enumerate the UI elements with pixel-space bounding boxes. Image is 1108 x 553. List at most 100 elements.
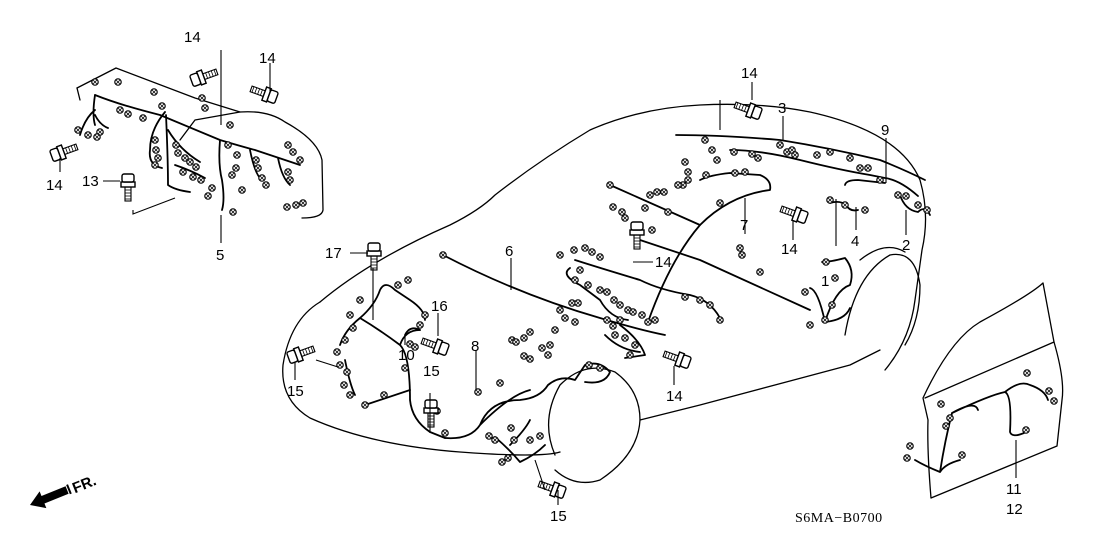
front-label: FR.: [70, 472, 99, 497]
car-body-outline: [319, 103, 927, 371]
connector-icon: [621, 334, 629, 342]
connector-icon: [756, 268, 764, 276]
connector-icon: [512, 338, 520, 346]
connector-icon: [902, 192, 910, 200]
connector-icon: [361, 401, 369, 409]
connector-icon: [856, 164, 864, 172]
connector-icon: [232, 164, 240, 172]
connector-icon: [861, 206, 869, 214]
callout-10: 10: [398, 347, 415, 364]
connector-icon: [603, 316, 611, 324]
callout-11: 11: [1006, 481, 1022, 498]
connector-icon: [556, 306, 564, 314]
connector-icon: [341, 336, 349, 344]
callout-13: 13: [82, 173, 99, 190]
connector-icon: [116, 106, 124, 114]
connector-icon: [1045, 387, 1053, 395]
connector-icon: [730, 148, 738, 156]
connector-icon: [189, 173, 197, 181]
connector-icon: [664, 208, 672, 216]
connector-icon: [791, 151, 799, 159]
connector-icon: [238, 186, 246, 194]
connector-icon: [584, 281, 592, 289]
callout-5: 5: [216, 247, 224, 264]
connector-icon: [349, 324, 357, 332]
connector-icon: [621, 214, 629, 222]
connector-icon: [346, 391, 354, 399]
connector-icon: [609, 322, 617, 330]
connector-icon: [504, 454, 512, 462]
connector-icon: [546, 341, 554, 349]
connector-icon: [536, 432, 544, 440]
connector-icon: [174, 149, 182, 157]
connector-icon: [894, 191, 902, 199]
connector-icon: [150, 88, 158, 96]
connector-icon: [596, 286, 604, 294]
connector-icon: [520, 334, 528, 342]
connector-icon: [626, 351, 634, 359]
callout-14-f: 14: [655, 254, 672, 271]
rear-wheel-arch: [844, 253, 921, 346]
harness-3: [675, 134, 926, 181]
callout-15-a: 15: [287, 383, 304, 400]
callout-6: 6: [505, 243, 513, 260]
connector-icon: [544, 351, 552, 359]
connector-icon: [618, 208, 626, 216]
callout-14-g: 14: [666, 388, 683, 405]
connector-icon: [1022, 426, 1030, 434]
connector-icon: [696, 296, 704, 304]
callout-16: 16: [431, 298, 448, 315]
connector-icon: [139, 114, 147, 122]
bolt-15-icon: [286, 345, 316, 364]
connector-icon: [439, 251, 447, 259]
connector-icon: [154, 154, 162, 162]
connector-icon: [585, 361, 593, 369]
connector-icon: [151, 136, 159, 144]
leader-lines: [59, 50, 1017, 505]
connector-icon: [946, 414, 954, 422]
connector-icon: [284, 168, 292, 176]
connector-icon: [340, 381, 348, 389]
dashboard-outline: [76, 67, 324, 219]
connector-icon: [736, 244, 744, 252]
connector-icon: [914, 201, 922, 209]
connector-icon: [821, 316, 829, 324]
front-direction-indicator: FR.: [30, 472, 99, 509]
connector-icon: [776, 141, 784, 149]
connector-icon: [631, 341, 639, 349]
connector-icon: [507, 424, 515, 432]
connector-icon: [713, 156, 721, 164]
connector-icon: [708, 146, 716, 154]
bolt-14-icon: [189, 68, 219, 87]
connector-icon: [731, 169, 739, 177]
connector-icon: [201, 104, 209, 112]
bolt-16-icon: [420, 337, 450, 356]
bolt-14-icon: [733, 101, 763, 120]
callout-7: 7: [740, 217, 748, 234]
connector-icon: [356, 296, 364, 304]
connector-icon: [556, 251, 564, 259]
connector-icon: [568, 299, 576, 307]
connector-icon: [411, 343, 419, 351]
connector-icon: [958, 451, 966, 459]
connector-icon: [706, 301, 714, 309]
connector-icon: [606, 181, 614, 189]
connector-icon: [588, 248, 596, 256]
connector-icon: [252, 156, 260, 164]
harness-8: [444, 362, 611, 440]
connector-icon: [394, 281, 402, 289]
connector-icon: [828, 301, 836, 309]
connectors: [74, 78, 1058, 466]
connector-icon: [204, 192, 212, 200]
dashboard-harness-assembly: [76, 67, 324, 219]
connector-icon: [822, 258, 830, 266]
connector-icon: [570, 246, 578, 254]
diagram-code: S6MA−B0700: [795, 511, 883, 526]
connector-icon: [296, 156, 304, 164]
connector-icon: [192, 163, 200, 171]
connector-icon: [603, 288, 611, 296]
callout-9: 9: [881, 122, 889, 139]
connector-icon: [186, 158, 194, 166]
connector-icon: [441, 429, 449, 437]
connector-icon: [641, 204, 649, 212]
